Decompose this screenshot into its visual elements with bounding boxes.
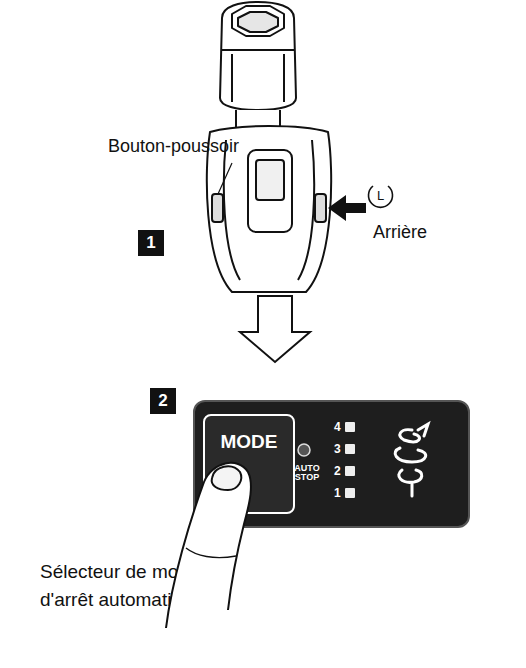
mode-button: MODE [203,414,295,514]
level-number: 2 [334,465,341,478]
reverse-symbol [369,186,393,207]
leader-line [218,163,232,194]
level-number: 1 [334,487,341,500]
step-arrow [240,296,310,362]
part-label: Bouton-poussoir [108,136,239,157]
level-number: 3 [334,443,341,456]
callout-number: 2 [150,388,176,414]
callout-number: 1 [146,234,155,252]
mode-label: MODE [221,432,278,452]
level-number: 4 [334,421,341,434]
callout-number: 1 [138,230,164,256]
direction-arrow [328,195,366,221]
control-panel: AUTO STOP 4 3 2 1 MODE [193,400,470,528]
auto-stop-label: AUTO STOP [290,464,324,483]
direction-label: Arrière [373,222,427,243]
callout-number: 2 [158,392,167,410]
part-label: Sélecteur de mode d'arrêt automatique [40,558,230,613]
reverse-symbol-letter: L [377,188,384,203]
